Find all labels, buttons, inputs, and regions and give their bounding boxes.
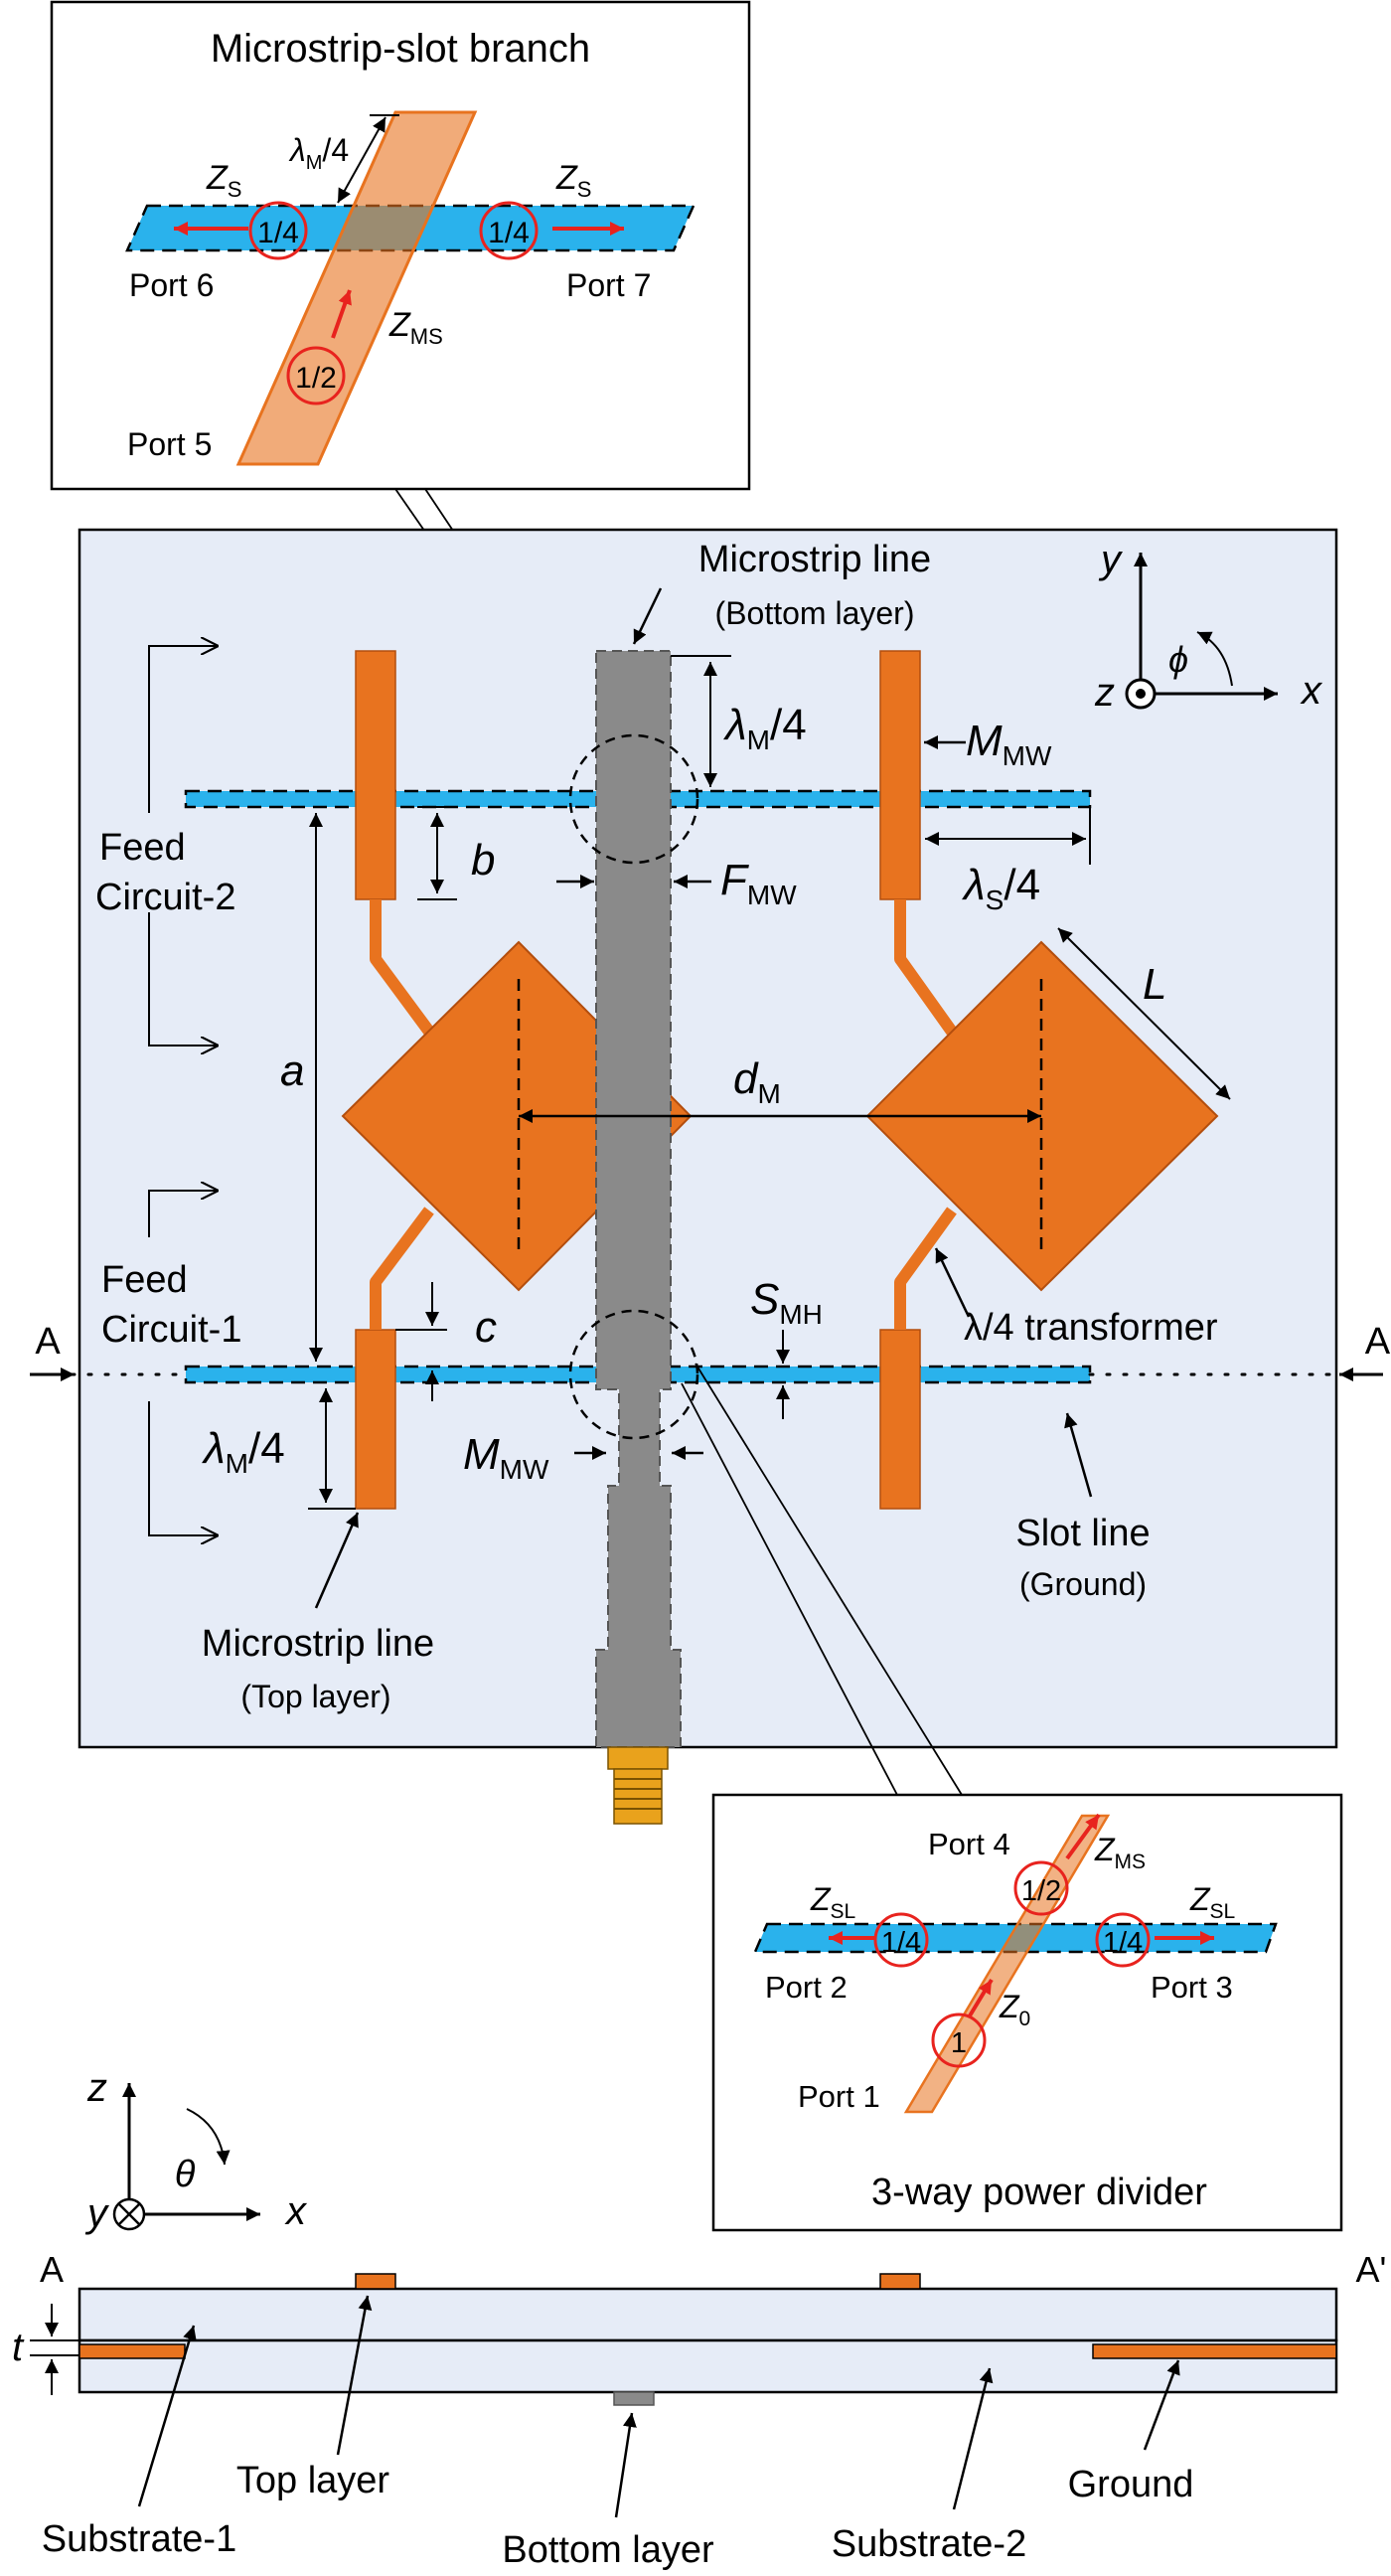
cs-label-ground: Ground: [1068, 2464, 1194, 2505]
label-a: a: [280, 1046, 304, 1095]
inset-branch-port6: Port 6: [129, 267, 214, 303]
label-smh: SMH: [750, 1275, 823, 1330]
label-microstrip-bottom: Microstrip line: [698, 539, 931, 580]
inset-branch-port5: Port 5: [127, 426, 212, 462]
label-L: L: [1143, 960, 1166, 1009]
sma-connector: [607, 1746, 669, 1825]
inset-branch-ratio-circle-right: [479, 201, 539, 260]
inset-divider-zsl-left: ZSL: [810, 1881, 855, 1923]
label-lambda-m-top: λM/4: [723, 701, 807, 755]
label-microstrip-top-sub: (Top layer): [240, 1679, 390, 1714]
inset-branch-ratio-circle-feed: [286, 346, 346, 405]
cs-axis-x: x: [284, 2189, 308, 2233]
label-fmw: FMW: [720, 856, 797, 910]
cs-label-substrate-2: Substrate-2: [832, 2523, 1026, 2565]
inset-divider-zsl-right: ZSL: [1189, 1881, 1235, 1923]
inset-branch-title: Microstrip-slot branch: [211, 27, 590, 71]
cs-label-A-prime: A': [1356, 2249, 1387, 2290]
inset-divider-title: 3-way power divider: [871, 2172, 1207, 2213]
label-lambda-s: λS/4: [962, 861, 1040, 915]
junction-circle-bottom: [568, 1309, 699, 1440]
inset-divider-ratio-right: 1/4: [1103, 1927, 1143, 1959]
label-microstrip-top: Microstrip line: [202, 1623, 434, 1665]
label-feed-circuit-1-line2: Circuit-1: [101, 1309, 241, 1351]
transformer-trace-left-bottom: [370, 1207, 434, 1330]
label-slot-line: Slot line: [1015, 1513, 1150, 1554]
inset-divider-port4: Port 4: [928, 1827, 1010, 1861]
transformer-trace-right-bottom: [894, 1207, 957, 1330]
label-feed-circuit-2-line2: Circuit-2: [95, 877, 235, 918]
feed-circuit-1-bracket: Feed Circuit-1: [101, 1191, 241, 1535]
cs-label-substrate-1: Substrate-1: [42, 2518, 236, 2560]
cs-axis-y: y: [84, 2191, 110, 2235]
axis-x-label: x: [1300, 669, 1323, 713]
cs-axis-z: z: [86, 2066, 107, 2110]
inset-branch-ratio-circle-left: [248, 201, 308, 260]
cs-label-top-layer: Top layer: [236, 2460, 390, 2501]
inset-divider-ratio-top: 1/2: [1021, 1875, 1061, 1907]
label-slot-line-sub: (Ground): [1019, 1566, 1147, 1602]
microstrip-stub-left-top: [355, 650, 396, 900]
axis-y-label: y: [1098, 538, 1124, 581]
inset-branch-lambda-dim: [337, 116, 386, 204]
inset-branch-zs-left: ZS: [206, 159, 241, 202]
inset-divider-ratio-feed: 1: [951, 2027, 967, 2059]
cs-substrate-1: [77, 2287, 1338, 2342]
inset-branch-feed-arrow: [331, 289, 352, 339]
inset-branch-microstrip: [235, 110, 478, 466]
transformer-trace-right-top: [894, 899, 957, 1036]
microstrip-stub-left-bottom: [355, 1329, 396, 1510]
inset-divider-port2: Port 2: [765, 1970, 848, 2005]
section-label-A: A: [35, 1321, 61, 1363]
inset-branch-lambda-label: λM/4: [288, 132, 349, 174]
label-lambda-m-bottom: λM/4: [202, 1424, 285, 1479]
label-b: b: [471, 836, 495, 885]
feed-circuit-2-bracket: Feed Circuit-2: [95, 646, 235, 1046]
label-feed-circuit-2-line1: Feed: [99, 827, 186, 869]
axis-phi-label: ϕ: [1168, 639, 1188, 680]
inset-branch-ratio-feed: 1/2: [295, 362, 337, 395]
inset-branch-ratio-left: 1/4: [257, 217, 299, 249]
callout-lines-bottom: [681, 1363, 963, 1796]
label-feed-circuit-1-line1: Feed: [101, 1259, 188, 1301]
cs-axis-theta: θ: [175, 2154, 196, 2195]
label-c: c: [475, 1303, 497, 1352]
inset-branch-ratio-right: 1/4: [488, 217, 530, 249]
inset-divider-zms: ZMS: [1094, 1832, 1146, 1873]
transformer-trace-left-top: [370, 899, 434, 1036]
junction-circle-top: [568, 733, 699, 865]
main-board: A A' y x z ϕ Microstrip line (Bottom lay…: [30, 528, 1391, 1825]
cs-label-bottom-layer: Bottom layer: [502, 2529, 714, 2571]
coordinate-axes-top: y x z ϕ: [1094, 538, 1323, 715]
cross-section: z x y θ A A' t Top layer Substrate-1 Bot…: [12, 2066, 1386, 2571]
label-transformer: λ/4 transformer: [964, 1307, 1218, 1349]
inset-branch-port7: Port 7: [566, 267, 651, 303]
label-microstrip-bottom-sub: (Bottom layer): [715, 595, 915, 631]
inset-divider-port1: Port 1: [798, 2079, 880, 2114]
inset-branch-zs-right: ZS: [555, 159, 591, 202]
inset-divider-ratio-left: 1/4: [881, 1927, 921, 1959]
label-mmw-bottom: MMW: [463, 1430, 549, 1485]
axis-z-label: z: [1094, 671, 1115, 715]
label-dm: dM: [733, 1054, 781, 1109]
inset-branch-zms: ZMS: [388, 306, 443, 349]
inset-microstrip-slot-branch: Microstrip-slot branch 1/4 1/4 1/2 λM/4 …: [50, 0, 751, 491]
label-mmw-top: MMW: [966, 717, 1052, 771]
microstrip-line-bottom-layer: [595, 650, 682, 1748]
inset-3way-power-divider: 1/4 1/4 1/2 1 Port 4 ZMS ZSL ZSL Port 2 …: [711, 1793, 1343, 2232]
inset-divider-z0: Z0: [999, 1989, 1030, 2030]
cs-label-A: A: [40, 2249, 64, 2290]
microstrip-stub-right-bottom: [879, 1329, 921, 1510]
inset-divider-port3: Port 3: [1151, 1970, 1233, 2005]
cs-label-t: t: [12, 2326, 25, 2369]
microstrip-stub-right-top: [879, 650, 921, 900]
section-label-A-prime: A': [1365, 1321, 1391, 1363]
